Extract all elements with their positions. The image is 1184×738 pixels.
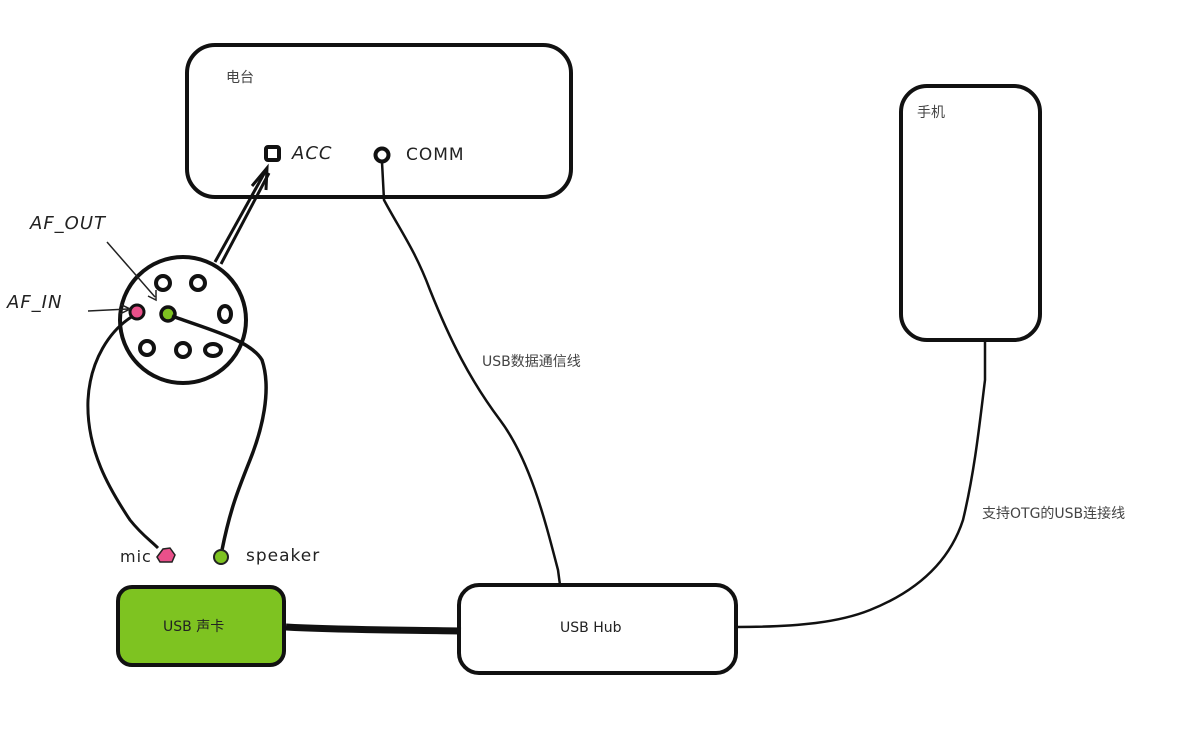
soundcard-box[interactable]	[116, 585, 286, 667]
soundcard-hub-cable	[285, 623, 462, 635]
speaker-cable	[171, 314, 268, 551]
comm-hub-cable-label: USB数据通信线	[482, 354, 581, 370]
speaker-label: speaker	[246, 546, 321, 566]
acc-port-label: ACC	[292, 143, 333, 164]
comm-hub-cable	[380, 161, 562, 586]
speaker-plug-icon	[213, 549, 229, 565]
hub-label: USB Hub	[560, 620, 622, 636]
pin-icon	[138, 339, 156, 357]
connector-acc-cable	[213, 163, 271, 265]
mic-plug-icon	[156, 547, 176, 563]
phone-hub-cable-label: 支持OTG的USB连接线	[982, 506, 1126, 522]
soundcard-label: USB 声卡	[163, 619, 225, 635]
mic-label: mic	[120, 547, 152, 566]
pin-icon	[154, 274, 172, 292]
pin-icon	[189, 274, 207, 292]
mic-cable	[86, 314, 160, 550]
pin-icon	[174, 341, 192, 359]
radio-box[interactable]	[185, 43, 573, 199]
af-out-pin[interactable]	[159, 305, 177, 323]
phone-label: 手机	[917, 105, 945, 121]
af-in-pin[interactable]	[128, 303, 146, 321]
acc-port-icon	[264, 145, 281, 162]
phone-box[interactable]	[899, 84, 1042, 342]
pin-icon	[217, 304, 233, 324]
phone-hub-cable	[735, 340, 987, 629]
connector-pins	[138, 274, 233, 359]
comm-port-label: COMM	[406, 145, 465, 165]
af-in-label: AF_IN	[7, 292, 63, 313]
af-out-arrow	[106, 241, 157, 302]
af-out-label: AF_OUT	[30, 213, 107, 234]
af-in-arrow	[87, 303, 132, 315]
radio-label: 电台	[226, 70, 254, 86]
comm-port-icon	[373, 146, 391, 164]
pin-icon	[203, 342, 223, 358]
